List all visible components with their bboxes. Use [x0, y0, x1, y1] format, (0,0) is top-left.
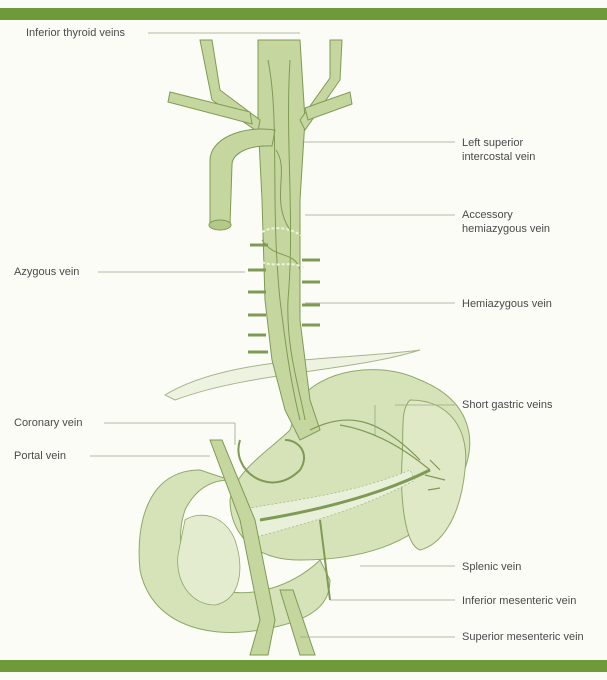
right-brachiocephalic-branch [300, 40, 342, 130]
label-inferior-mesenteric-vein: Inferior mesenteric vein [462, 594, 576, 608]
label-accessory-line1: Accessory [462, 208, 550, 222]
bottom-accent-bar [0, 660, 607, 672]
label-coronary-vein: Coronary vein [14, 416, 82, 430]
label-accessory-line2: hemiazygous vein [462, 222, 550, 236]
label-superior-mesenteric-vein: Superior mesenteric vein [462, 630, 584, 644]
label-inferior-thyroid-veins: Inferior thyroid veins [26, 26, 125, 40]
label-short-gastric-veins: Short gastric veins [462, 398, 552, 412]
label-splenic-vein: Splenic vein [462, 560, 521, 574]
label-left-superior-line1: Left superior [462, 136, 535, 150]
label-left-superior-line2: intercostal vein [462, 150, 535, 164]
label-accessory-hemiazygous-vein: Accessory hemiazygous vein [462, 208, 550, 236]
label-hemiazygous-vein: Hemiazygous vein [462, 297, 552, 311]
label-azygous-vein: Azygous vein [14, 265, 79, 279]
azygous-opening [209, 220, 231, 230]
label-left-superior-intercostal-vein: Left superior intercostal vein [462, 136, 535, 164]
label-portal-vein: Portal vein [14, 449, 66, 463]
